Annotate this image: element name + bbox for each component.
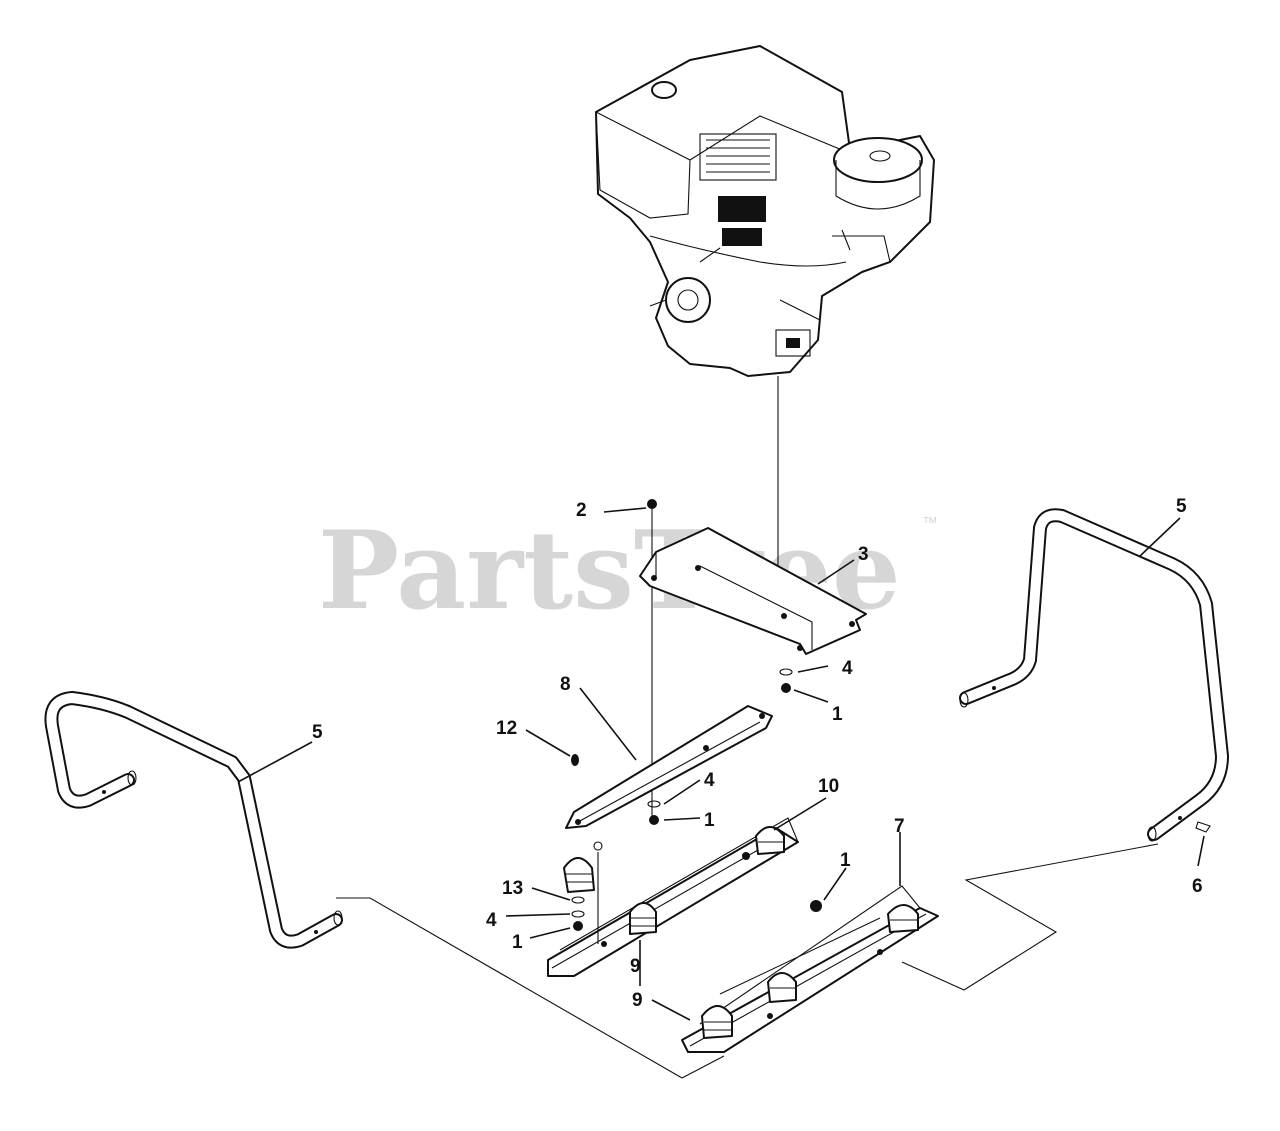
callout-12: 12 <box>496 718 517 739</box>
skid-rail-9-icon <box>547 817 799 977</box>
bolt-12-icon <box>571 754 579 766</box>
callout-8: 8 <box>560 674 571 695</box>
nut-1-icon <box>649 815 659 825</box>
callout-1: 1 <box>704 810 715 831</box>
callout-4: 4 <box>842 658 853 679</box>
engine-icon <box>595 45 935 377</box>
handle-tube-right-icon <box>959 508 1229 842</box>
handle-tube-left-icon <box>44 691 343 949</box>
callout-1: 1 <box>840 850 851 871</box>
callout-2: 2 <box>576 500 587 521</box>
callout-9: 9 <box>630 956 641 977</box>
callout-1: 1 <box>832 704 843 725</box>
bolt-2-icon <box>647 499 657 509</box>
callout-1: 1 <box>512 932 523 953</box>
bracket-8-icon <box>565 705 773 829</box>
skid-rail-7-icon <box>681 885 939 1053</box>
callout-4: 4 <box>486 910 497 931</box>
nut-1-icon <box>781 683 791 693</box>
washer-4-icon <box>647 800 661 808</box>
washer-4-icon <box>779 668 793 676</box>
callout-3: 3 <box>858 544 869 565</box>
washer-13-icon <box>571 896 585 904</box>
nut-1-icon <box>810 900 822 912</box>
callout-7: 7 <box>894 816 905 837</box>
watermark-trademark: ™ <box>922 515 938 532</box>
callout-13: 13 <box>502 878 523 899</box>
nut-1-icon <box>573 921 583 931</box>
mounting-plate-icon <box>639 527 867 655</box>
pin-6-icon <box>1195 821 1211 833</box>
alignment-lines <box>336 843 1159 1079</box>
callout-labels: 2 3 4 1 8 12 4 1 10 1 7 13 4 1 9 9 5 5 6 <box>312 496 1203 1011</box>
washer-4-icon <box>571 910 585 918</box>
callout-6: 6 <box>1192 876 1203 897</box>
callout-9: 9 <box>632 990 643 1011</box>
hardware <box>571 499 1211 931</box>
screw-icon <box>593 841 603 851</box>
callout-5: 5 <box>312 722 323 743</box>
callout-5: 5 <box>1176 496 1187 517</box>
leader-lines <box>237 507 1205 1021</box>
callout-10: 10 <box>818 776 839 797</box>
callout-4: 4 <box>704 770 715 791</box>
